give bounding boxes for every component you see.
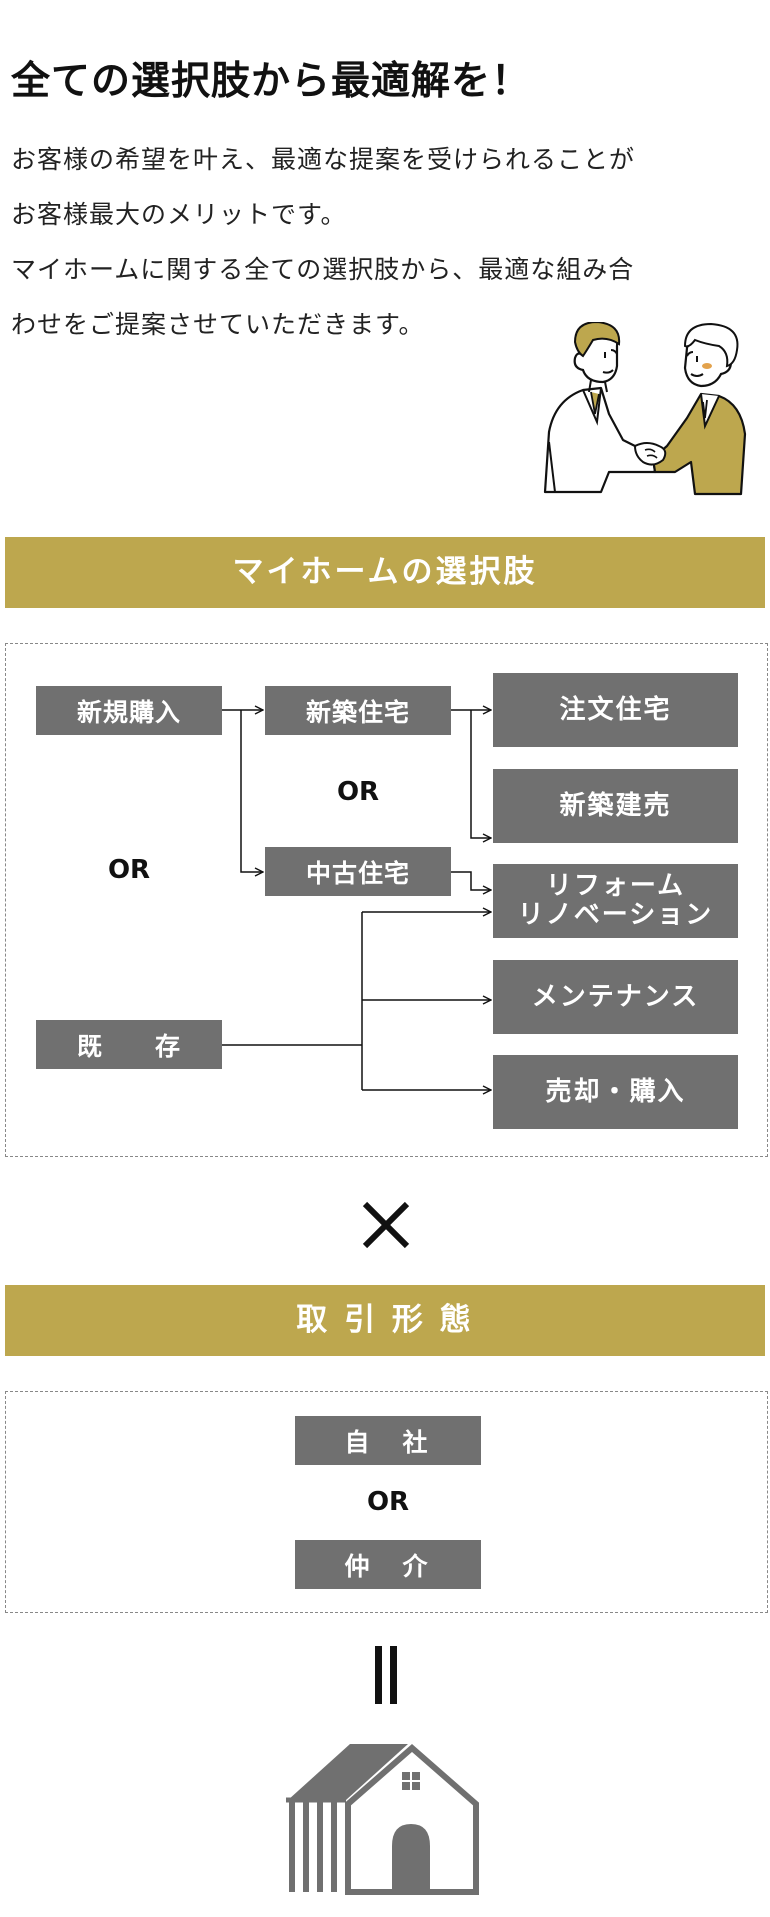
option-label: メンテナンス (531, 981, 700, 1012)
intro-line: お客様最大のメリットです。 (11, 200, 347, 229)
intro-text: お客様の希望を叶え、最適な提案を受けられることが お客様最大のメリットです。 マ… (11, 132, 761, 352)
transaction-type-container (5, 1391, 768, 1613)
option-label: 売却・購入 (545, 1076, 686, 1107)
page-title: 全ての選択肢から最適解を！ (11, 59, 532, 104)
option-maintenance: メンテナンス (493, 960, 738, 1034)
section-heading-transaction-type: 取 引 形 態 (5, 1285, 765, 1356)
new-house-box: 新築住宅 (265, 686, 451, 735)
handshake-illustration-icon (543, 322, 747, 496)
existing-box: 既 存 (36, 1020, 222, 1069)
option-sell-buy: 売却・購入 (493, 1055, 738, 1129)
section-heading-options: マイホームの選択肢 (5, 537, 765, 608)
intro-line: マイホームに関する全ての選択肢から、最適な組み合 (11, 255, 635, 284)
or-label-transaction: OR (366, 1487, 410, 1517)
or-label-left: OR (107, 855, 151, 885)
option-label: リフォーム (545, 871, 686, 901)
option-reform-renovation: リフォーム リノベーション (493, 864, 738, 938)
intro-line: わせをご提案させていただきます。 (11, 310, 425, 339)
own-company-box: 自 社 (295, 1416, 481, 1465)
option-label: 新築建売 (559, 790, 672, 821)
new-purchase-box: 新規購入 (36, 686, 222, 735)
or-label-middle: OR (336, 777, 380, 807)
intro-line: お客様の希望を叶え、最適な提案を受けられることが (11, 145, 636, 174)
equals-icon (375, 1646, 397, 1704)
option-label: リノベーション (517, 900, 714, 930)
used-house-box: 中古住宅 (265, 847, 451, 896)
brokerage-box: 仲 介 (295, 1540, 481, 1589)
option-custom-home: 注文住宅 (493, 673, 738, 747)
house-icon (286, 1744, 479, 1895)
cross-icon (362, 1201, 410, 1249)
option-new-built-for-sale: 新築建売 (493, 769, 738, 843)
options-flow-container (5, 643, 768, 1157)
option-label: 注文住宅 (559, 694, 672, 725)
